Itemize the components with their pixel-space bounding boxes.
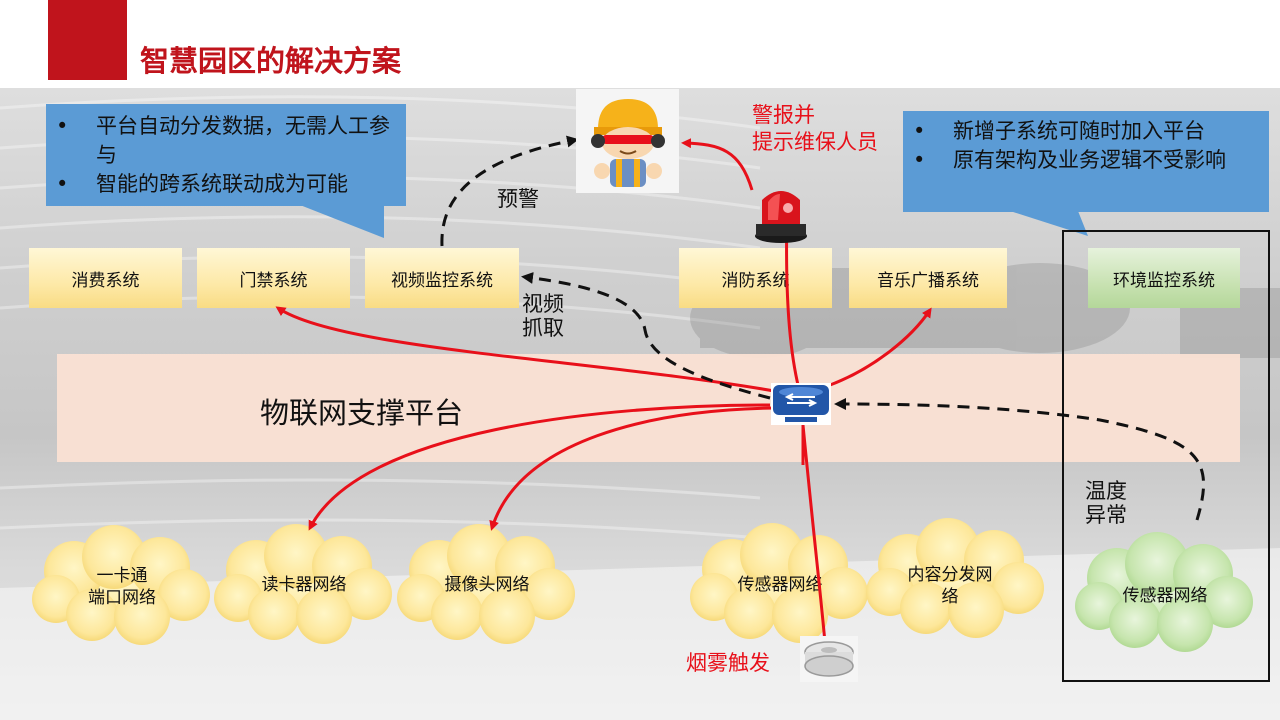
system-label: 消防系统 bbox=[721, 270, 790, 291]
title-accent-block bbox=[48, 0, 127, 80]
annotation-warning: 预警 bbox=[497, 187, 539, 211]
smoke-detector-icon bbox=[800, 636, 858, 682]
system-box-consume: 消费系统 bbox=[29, 248, 182, 308]
env-system-frame bbox=[1062, 230, 1270, 682]
worker-icon bbox=[576, 89, 679, 193]
system-label: 环境监控系统 bbox=[1113, 270, 1215, 291]
network-label-card: 一卡通 端口网络 bbox=[88, 566, 156, 608]
system-box-music: 音乐广播系统 bbox=[849, 248, 1007, 308]
network-label-reader: 读卡器网络 bbox=[261, 575, 347, 595]
arrow-hub-to-reader bbox=[308, 403, 771, 531]
system-box-access: 门禁系统 bbox=[197, 248, 350, 308]
arrow-hub-to-video bbox=[521, 272, 771, 400]
callout-right-item: 新增子系统可随时加入平台 bbox=[903, 117, 1269, 146]
arrow-env-to-hub bbox=[834, 398, 1206, 521]
callout-right: 新增子系统可随时加入平台 原有架构及业务逻辑不受影响 bbox=[903, 111, 1269, 212]
network-label-content: 内容分发网 络 bbox=[907, 565, 993, 607]
system-box-fire: 消防系统 bbox=[679, 248, 832, 308]
annotation-smoke: 烟雾触发 bbox=[686, 651, 770, 675]
system-label: 视频监控系统 bbox=[391, 270, 493, 291]
page-title: 智慧园区的解决方案 bbox=[140, 44, 402, 78]
annotation-temperature: 温度 异常 bbox=[1085, 479, 1127, 527]
callout-left: 平台自动分发数据，无需人工参与 智能的跨系统联动成为可能 bbox=[46, 104, 406, 206]
arrow-hub-to-access bbox=[275, 306, 781, 394]
system-label: 音乐广播系统 bbox=[877, 270, 979, 291]
annotation-video-capture: 视频 抓取 bbox=[522, 292, 564, 340]
annotation-alarm: 警报并 提示维保人员 bbox=[752, 103, 878, 154]
network-label-camera: 摄像头网络 bbox=[444, 575, 530, 595]
platform-label: 物联网支撑平台 bbox=[260, 396, 464, 430]
network-label-env-sensor: 传感器网络 bbox=[1122, 586, 1208, 606]
system-box-video: 视频监控系统 bbox=[365, 248, 519, 308]
callout-right-item: 原有架构及业务逻辑不受影响 bbox=[903, 146, 1269, 175]
callout-left-item: 智能的跨系统联动成为可能 bbox=[46, 170, 406, 199]
callout-left-item: 平台自动分发数据，无需人工参与 bbox=[46, 112, 406, 170]
system-label: 门禁系统 bbox=[239, 270, 308, 291]
arrow-video-to-worker bbox=[440, 135, 579, 247]
arrow-hub-to-music bbox=[829, 307, 932, 387]
system-label: 消费系统 bbox=[71, 270, 140, 291]
arrow-hub-to-camera bbox=[489, 406, 776, 531]
router-hub-icon bbox=[771, 383, 831, 425]
network-label-sensor: 传感器网络 bbox=[737, 575, 823, 595]
system-box-env: 环境监控系统 bbox=[1088, 248, 1240, 308]
alarm-light-icon bbox=[755, 191, 807, 243]
arrow-alarm-to-worker bbox=[681, 138, 754, 191]
